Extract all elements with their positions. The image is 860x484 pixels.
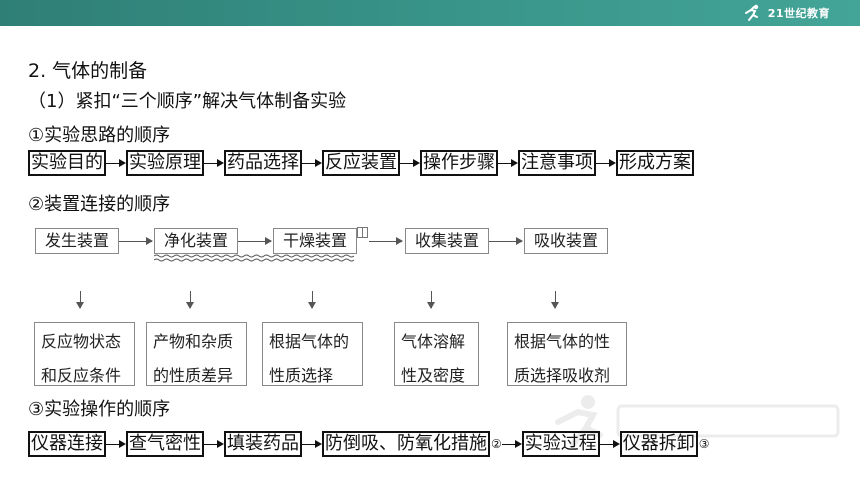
sequence-3-title: ③实验操作的顺序 <box>28 399 171 420</box>
note-box: 反应物状态 和反应条件 <box>34 322 135 386</box>
right-arrow-icon <box>238 237 272 245</box>
device-box: 干燥装置 <box>273 228 357 254</box>
flow-step: 查气密性 <box>126 431 204 457</box>
flow-step: 仪器连接 <box>28 431 106 457</box>
right-arrow-icon <box>106 152 126 174</box>
flow-step: 反应装置 <box>322 150 400 176</box>
down-arrow-icon <box>76 291 84 309</box>
device-box: 发生装置 <box>35 228 119 254</box>
experiment-idea-flow: 实验目的 实验原理 药品选择 反应装置 操作步骤 注意事项 形成方案 <box>28 150 694 176</box>
right-arrow-icon <box>106 433 126 455</box>
runner-logo-icon <box>744 4 758 21</box>
device-box: 净化装置 <box>154 228 238 254</box>
footnote-mark: ③ <box>698 437 710 451</box>
flow-step: 实验过程 <box>521 431 600 457</box>
header-bar: 21世纪教育 <box>0 0 860 26</box>
note-box: 根据气体的性 质选择吸收剂 <box>507 322 627 386</box>
flow-step: 防倒吸、防氧化措施 <box>322 431 490 457</box>
down-arrow-icon <box>427 291 435 309</box>
flow-step: 实验目的 <box>28 150 106 176</box>
brand-logo: 21世纪教育 <box>742 4 830 22</box>
flow-step: 形成方案 <box>616 150 694 176</box>
sequence-1-title: ①实验思路的顺序 <box>28 125 171 146</box>
device-box: 收集装置 <box>405 228 489 254</box>
note-box: 气体溶解 性及密度 <box>394 322 479 386</box>
down-arrow-icon <box>308 291 316 309</box>
note-box: 产物和杂质 的性质差异 <box>146 322 247 386</box>
section-heading: 2. 气体的制备 <box>28 60 148 82</box>
right-arrow-icon <box>498 152 518 174</box>
right-arrow-icon <box>369 237 403 245</box>
device-box: 吸收装置 <box>524 228 608 254</box>
right-arrow-icon <box>302 152 322 174</box>
note-box: 根据气体的 性质选择 <box>262 322 363 386</box>
right-arrow-icon <box>302 433 322 455</box>
flow-step: 填装药品 <box>224 431 302 457</box>
sequence-2-title: ②装置连接的顺序 <box>28 194 171 215</box>
section-subheading: （1）紧扣“三个顺序”解决气体制备实验 <box>28 91 347 112</box>
flow-step: 注意事项 <box>518 150 596 176</box>
right-arrow-icon <box>204 433 224 455</box>
flow-step: 仪器拆卸 <box>619 431 698 457</box>
wavy-underline <box>154 254 355 262</box>
down-arrow-icon <box>186 291 194 309</box>
small-box-icon <box>357 227 368 238</box>
down-arrow-icon <box>551 291 559 309</box>
right-arrow-icon <box>204 152 224 174</box>
right-arrow-icon <box>599 433 620 455</box>
right-arrow-icon <box>119 237 153 245</box>
right-arrow-icon <box>400 152 420 174</box>
flow-step: 药品选择 <box>224 150 302 176</box>
footnote-mark: ② <box>491 437 502 451</box>
experiment-operation-flow: 仪器连接 查气密性 填装药品 防倒吸、防氧化措施 ② 实验过程 仪器拆卸 ③ <box>28 431 710 457</box>
right-arrow-icon <box>501 433 522 455</box>
right-arrow-icon <box>489 237 523 245</box>
flow-step: 操作步骤 <box>420 150 498 176</box>
flow-step: 实验原理 <box>126 150 204 176</box>
right-arrow-icon <box>596 152 616 174</box>
